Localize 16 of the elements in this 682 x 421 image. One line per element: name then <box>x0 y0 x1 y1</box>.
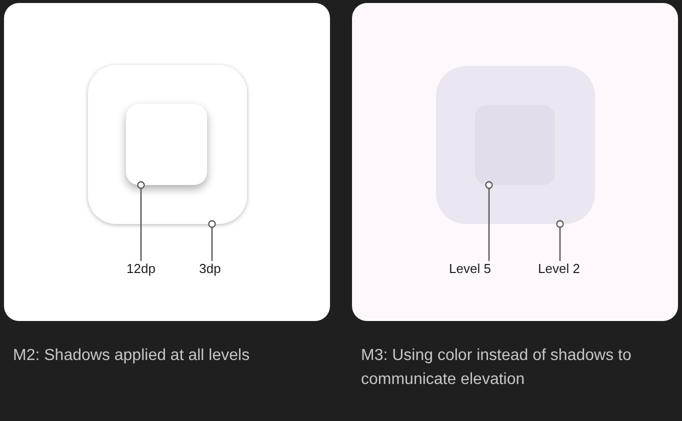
outer-surface <box>436 66 595 224</box>
callout-label: 3dp <box>199 261 221 277</box>
outer-surface <box>88 65 247 224</box>
inner-surface <box>126 104 207 185</box>
caption-text: M2: Shadows applied at all levels <box>13 346 251 366</box>
leader-line <box>208 220 216 261</box>
leader-line <box>485 181 493 261</box>
card-panel <box>4 3 330 321</box>
callout-label: Level 5 <box>449 261 491 277</box>
inner-surface <box>475 105 555 185</box>
caption-text: M3: Using color instead of shadows to communicate elevation <box>361 346 632 390</box>
leader-line <box>137 181 145 261</box>
card-panel <box>352 3 678 321</box>
callout-label: 12dp <box>126 261 156 277</box>
callout-label: Level 2 <box>538 261 580 277</box>
leader-line <box>556 220 564 261</box>
